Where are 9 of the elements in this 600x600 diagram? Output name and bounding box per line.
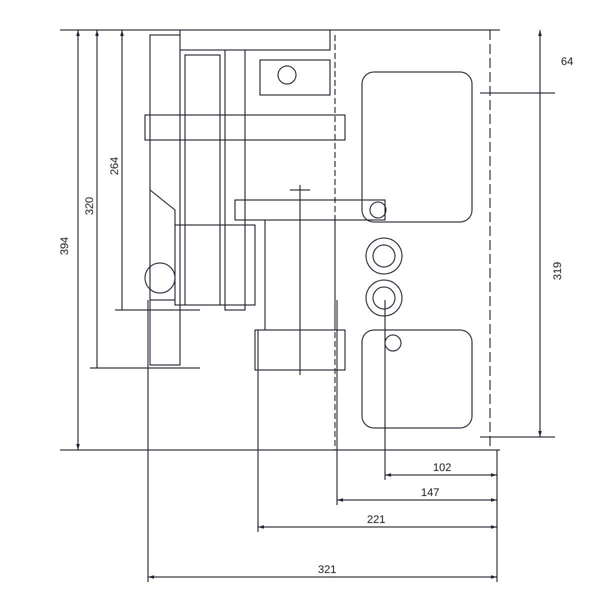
dimension-value: 64	[560, 56, 574, 68]
dimension-value: 221	[366, 514, 386, 526]
dimension-value: 147	[420, 487, 440, 499]
dimension-value: 319	[552, 260, 564, 282]
dimension-value: 102	[432, 462, 452, 474]
dimension-value: 394	[59, 236, 72, 256]
dimension-value: 321	[317, 564, 338, 576]
dimension-value: 320	[84, 196, 96, 216]
dimension-value: 264	[109, 156, 122, 176]
